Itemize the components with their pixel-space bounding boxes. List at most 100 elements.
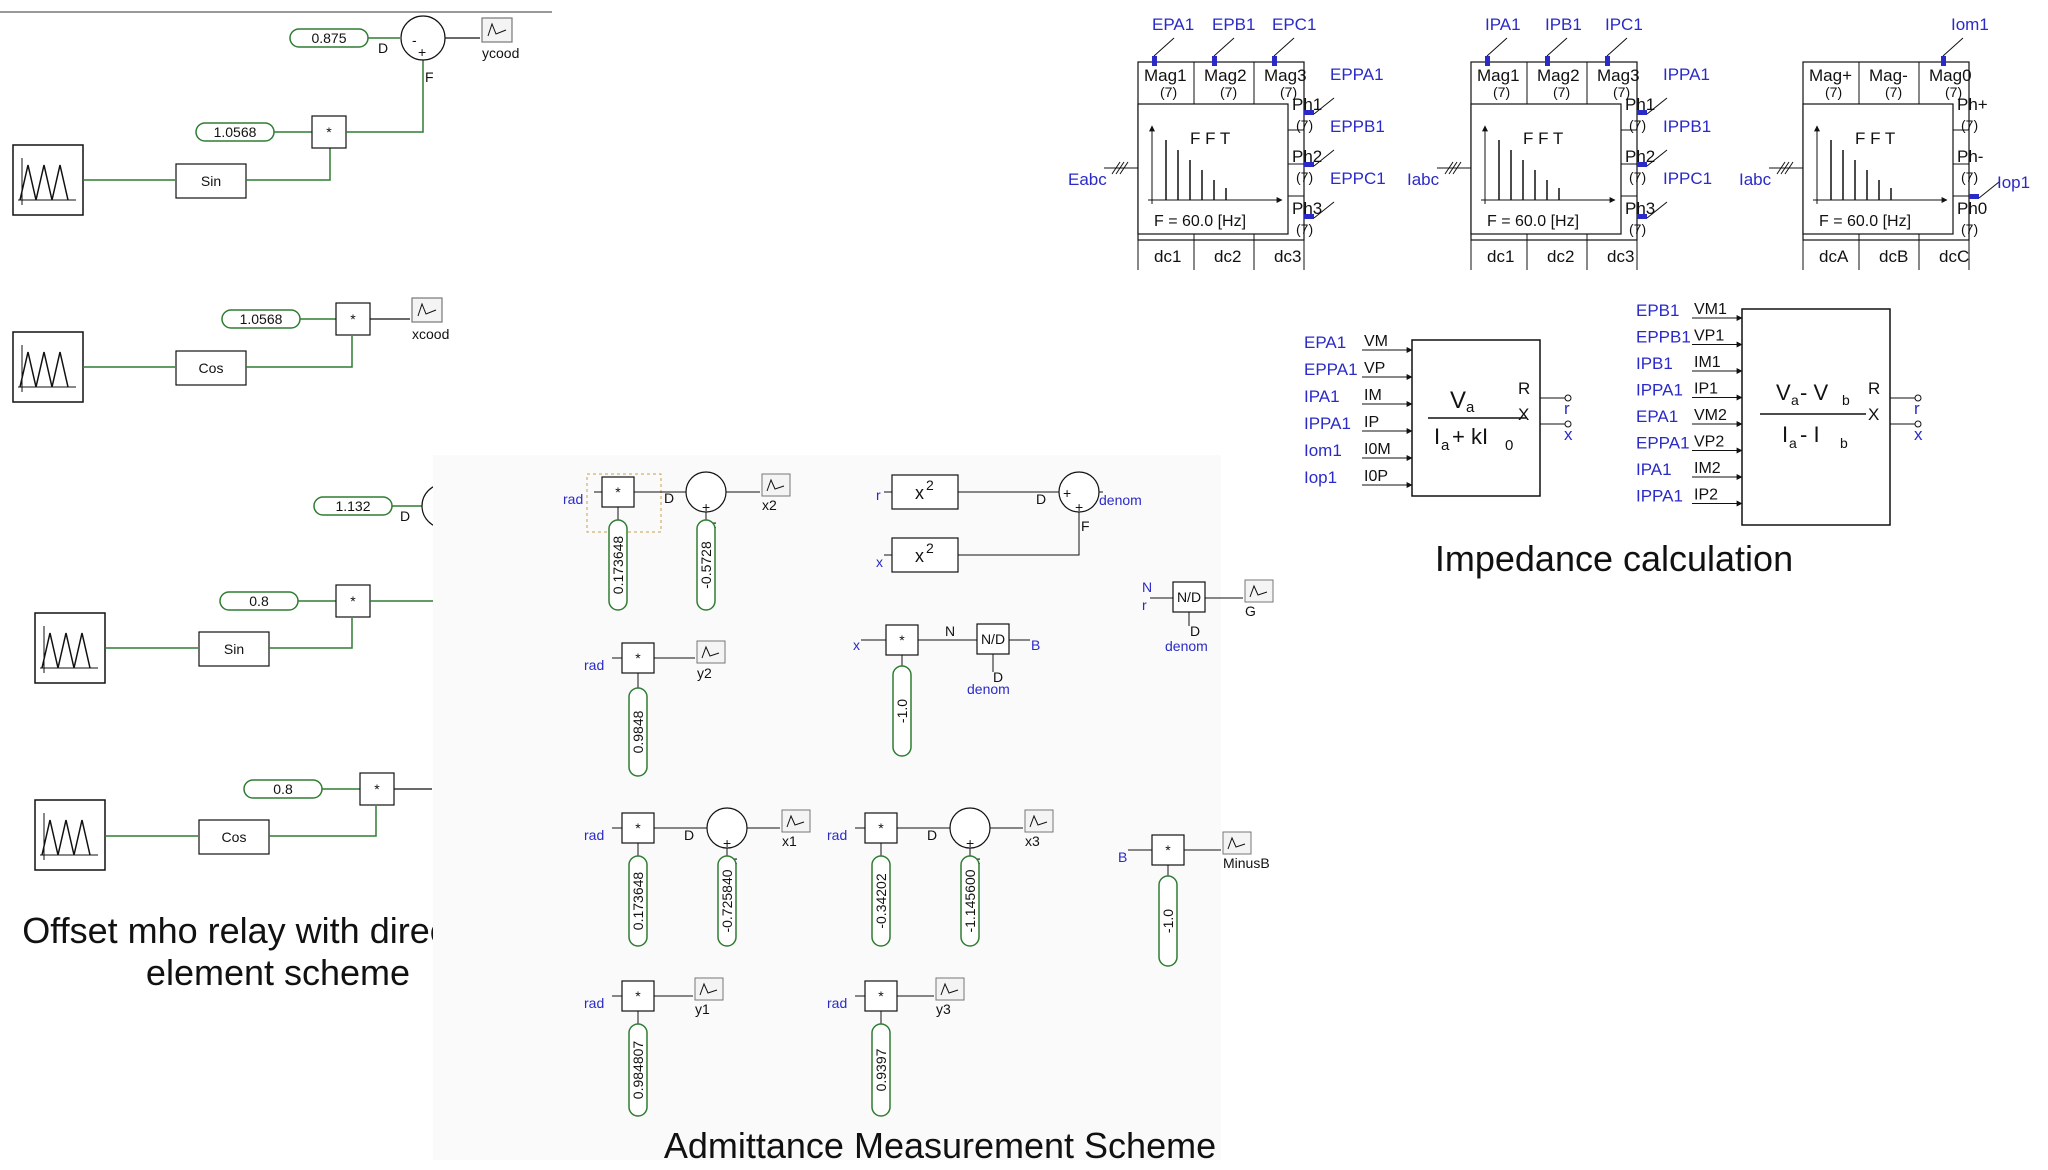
svg-text:*: * [635, 988, 641, 1004]
sin-block-2[interactable]: Sin [198, 631, 270, 667]
signal-generator-1[interactable] [12, 144, 84, 216]
adm-const-neg-1-a[interactable]: -1.0 [892, 665, 912, 757]
svg-text:V: V [1776, 380, 1791, 405]
impedance-input-signal: EPPA1 [1636, 434, 1690, 453]
signal-generator-3[interactable] [34, 612, 106, 684]
svg-text:MinusB: MinusB [1223, 855, 1270, 871]
output-meter-ycood[interactable] [481, 17, 513, 43]
adm-const-0-173648-b[interactable]: 0.173648 [628, 855, 648, 947]
adm-const-0-9397[interactable]: 0.9397 [871, 1023, 891, 1117]
fft-ph-label: Ph0 [1957, 199, 1987, 218]
svg-text:0.8: 0.8 [273, 781, 293, 797]
svg-text:2: 2 [926, 540, 934, 556]
adm-meter-y2[interactable] [696, 640, 726, 664]
adm-multiplier-5[interactable]: * [885, 624, 919, 656]
adm-multiplier-6[interactable]: * [864, 812, 898, 844]
adm-meter-G[interactable] [1244, 579, 1274, 603]
adm-meter-minusB[interactable] [1222, 831, 1252, 855]
output-meter-xcood[interactable] [411, 297, 443, 323]
svg-text:rad: rad [563, 491, 583, 507]
multiplier-4[interactable]: * [359, 772, 395, 806]
fft-dc-label: dcC [1939, 247, 1969, 266]
adm-const-0-984807[interactable]: 0.984807 [628, 1023, 648, 1117]
multiplier-2[interactable]: * [335, 302, 371, 336]
impedance-block-a[interactable]: V a I a + kI 0 [1411, 339, 1541, 497]
divider-block-B[interactable]: N/D [976, 623, 1010, 655]
impedance-input-port: VP2 [1694, 434, 1724, 451]
impedance-output-port: X [1868, 405, 1879, 424]
adm-multiplier-7[interactable]: * [864, 980, 898, 1012]
fft-top-output: EPB1 [1212, 15, 1255, 34]
adm-meter-y3[interactable] [935, 977, 965, 1001]
adm-meter-y1[interactable] [694, 977, 724, 1001]
fft-frequency: F = 60.0 [Hz] [1819, 213, 1911, 230]
constant-1-0568-a[interactable]: 1.0568 [195, 122, 275, 142]
adm-const-neg-0-725840[interactable]: -0.725840 [717, 855, 737, 947]
fft-block-2[interactable]: Mag1(7)Mag2(7)Mag3(7)Ph1(7)Ph2(7)Ph3(7)d… [1407, 15, 1712, 270]
signal-generator-2[interactable] [12, 331, 84, 403]
signal-generator-4[interactable] [34, 799, 106, 871]
impedance-output-signal: x [1914, 425, 1923, 444]
fft-dc-label: dc1 [1487, 247, 1514, 266]
adm-const-neg-1-b[interactable]: -1.0 [1158, 875, 1178, 967]
svg-text:B: B [1031, 637, 1040, 653]
sin-block-1[interactable]: Sin [175, 163, 247, 199]
fft-block-3[interactable]: Mag+(7)Mag-(7)Mag0(7)Ph+(7)Ph-(7)Ph0(7)d… [1739, 15, 2030, 270]
summer-1[interactable]: - + [400, 15, 446, 61]
svg-text:rad: rad [584, 995, 604, 1011]
adm-multiplier-4[interactable]: * [621, 980, 655, 1012]
svg-text:*: * [350, 593, 356, 609]
svg-text:+: + [1063, 485, 1071, 501]
impedance-output-port: X [1518, 405, 1529, 424]
svg-text:+ kI: + kI [1452, 424, 1488, 449]
divider-block-G[interactable]: N/D [1172, 581, 1206, 613]
square-block-x[interactable]: x 2 [891, 537, 959, 573]
multiplier-1[interactable]: * [311, 115, 347, 149]
svg-text:-0.725840: -0.725840 [719, 869, 735, 932]
adm-multiplier-8[interactable]: * [1151, 834, 1185, 866]
adm-multiplier-1[interactable]: * [601, 476, 635, 508]
impedance-block-b[interactable]: V a - V b I a - I b [1741, 308, 1891, 526]
svg-text:*: * [878, 988, 884, 1004]
svg-text:*: * [878, 820, 884, 836]
impedance-input-signal: EPPB1 [1636, 328, 1691, 347]
constant-0-8-b[interactable]: 0.8 [243, 779, 323, 799]
adm-meter-x3[interactable] [1024, 809, 1054, 833]
svg-text:*: * [899, 632, 905, 648]
impedance-input-port: VM [1364, 333, 1388, 350]
fft-ph-label: Ph2 [1625, 147, 1655, 166]
adm-const-0-9848[interactable]: 0.9848 [628, 687, 648, 777]
adm-multiplier-3[interactable]: * [621, 812, 655, 844]
fft-dc-label: dc2 [1547, 247, 1574, 266]
fft-dc-label: dcA [1819, 247, 1849, 266]
adm-const-neg-0-5728[interactable]: -0.5728 [696, 519, 716, 611]
fft-title: F F T [1190, 129, 1230, 148]
svg-text:+: + [723, 835, 731, 851]
svg-text:D: D [400, 508, 410, 524]
svg-text:F: F [425, 69, 434, 85]
adm-meter-x2[interactable] [761, 473, 791, 497]
adm-multiplier-2[interactable]: * [621, 642, 655, 674]
adm-const-neg-0-34202[interactable]: -0.34202 [871, 855, 891, 947]
constant-1-0568-b[interactable]: 1.0568 [221, 309, 301, 329]
cos-block-2[interactable]: Cos [198, 819, 270, 855]
fft-mag-label: Mag0 [1929, 66, 1972, 85]
impedance-output-port: R [1518, 379, 1530, 398]
constant-0-8-a[interactable]: 0.8 [219, 591, 299, 611]
square-block-r[interactable]: x 2 [891, 474, 959, 510]
cos-block-1[interactable]: Cos [175, 350, 247, 386]
fft-mag-label: Mag1 [1477, 66, 1520, 85]
constant-1-132[interactable]: 1.132 [313, 496, 393, 516]
fft-frequency: F = 60.0 [Hz] [1487, 213, 1579, 230]
adm-const-0-173648-a[interactable]: 0.173648 [608, 519, 628, 611]
constant-0-875[interactable]: 0.875 [289, 28, 369, 48]
multiplier-3[interactable]: * [335, 584, 371, 618]
fft-ph-label: Ph+ [1957, 95, 1988, 114]
fft-top-output: EPA1 [1152, 15, 1194, 34]
svg-text:xcood: xcood [412, 326, 449, 342]
adm-const-neg-1-145600[interactable]: -1.145600 [960, 855, 980, 947]
fft-block-1[interactable]: Mag1(7)Mag2(7)Mag3(7)Ph1(7)Ph2(7)Ph3(7)d… [1068, 15, 1386, 270]
adm-meter-x1[interactable] [781, 809, 811, 833]
svg-text:x2: x2 [762, 497, 777, 513]
